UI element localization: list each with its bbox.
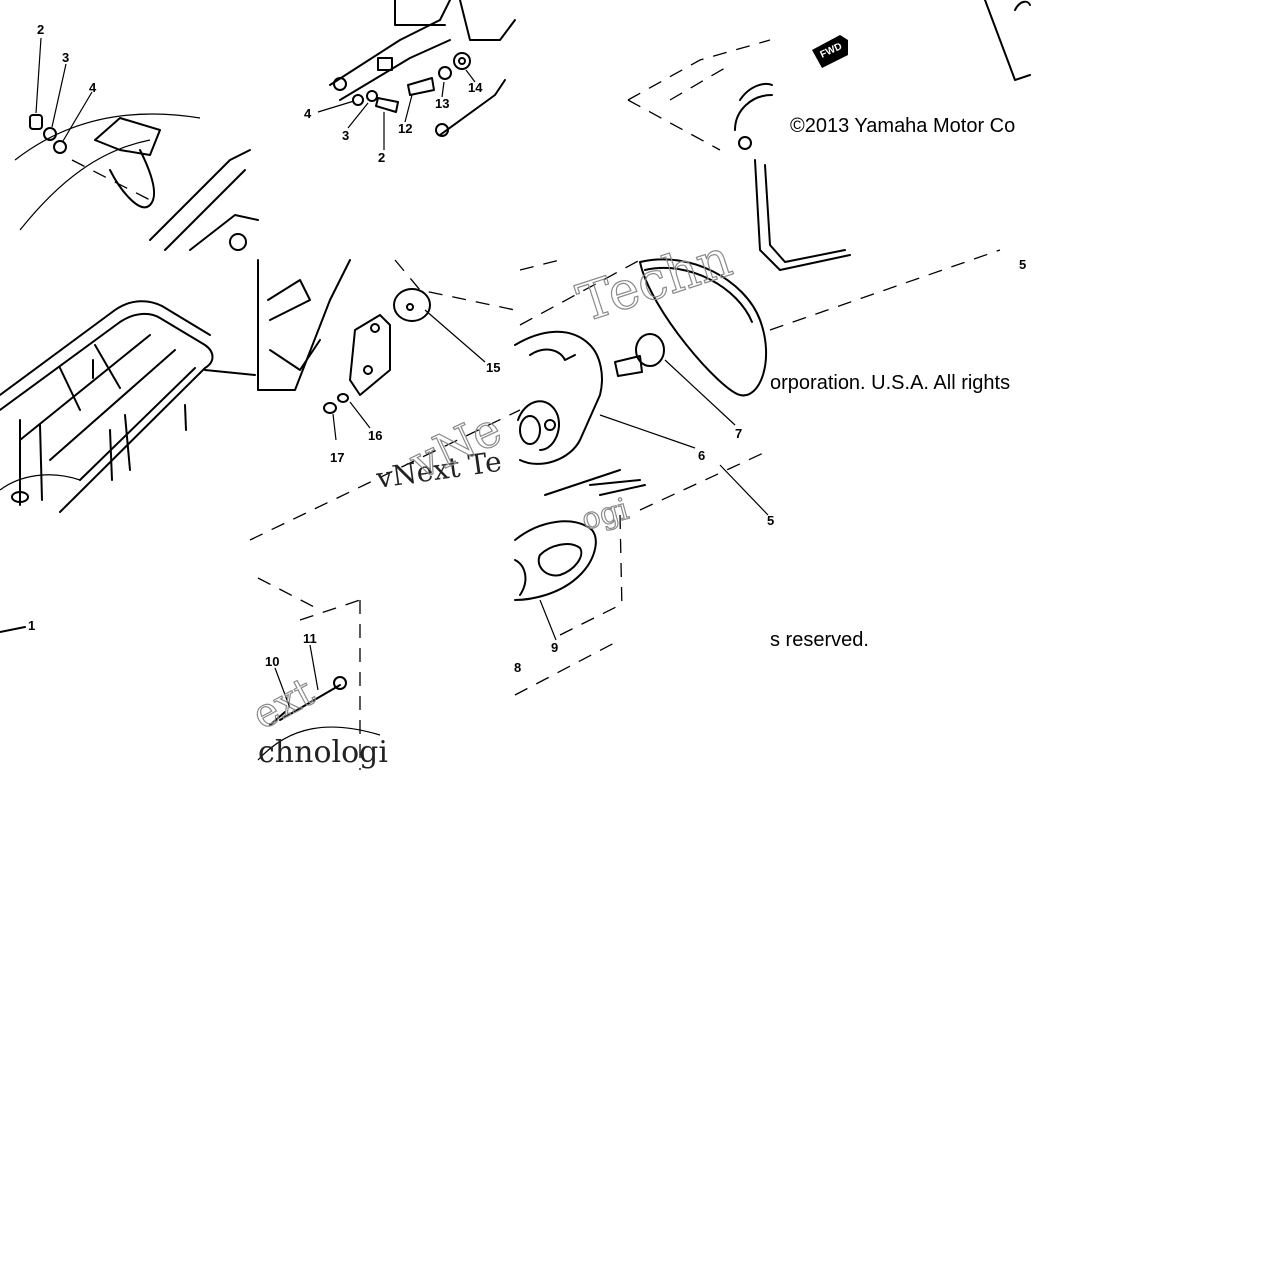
copyright-line-3: s reserved. xyxy=(770,629,869,651)
callout-11: 11 xyxy=(303,631,317,646)
watermark-fragment-d: chnologi xyxy=(258,735,388,770)
fender-bracket-assembly xyxy=(14,37,259,251)
watermark-fragment-f: ogi xyxy=(578,492,632,538)
tail-light-bracket xyxy=(249,259,521,541)
callout-12: 12 xyxy=(398,121,412,136)
tail-light-body xyxy=(514,514,623,696)
headlight-housing-top xyxy=(627,39,851,271)
watermark-fragment-c: ext xyxy=(245,669,322,739)
fwd-indicator: FWD xyxy=(812,35,848,68)
callout-7: 7 xyxy=(735,426,742,441)
callout-1-leader xyxy=(0,626,26,633)
watermark-fragment-a: Techn xyxy=(570,229,738,335)
lower-mount-bolt xyxy=(257,577,381,770)
callout-15: 15 xyxy=(486,360,500,375)
frame-outline-right xyxy=(984,0,1031,81)
callout-4a: 4 xyxy=(89,80,97,95)
callout-13: 13 xyxy=(435,96,449,111)
copyright-line-1: ©2013 Yamaha Motor Co xyxy=(790,115,1016,137)
callout-3b: 3 xyxy=(342,128,349,143)
callout-16: 16 xyxy=(368,428,382,443)
callout-9: 9 xyxy=(551,640,558,655)
callout-2a: 2 xyxy=(37,22,44,37)
callout-14: 14 xyxy=(468,80,483,95)
rear-bracket-assembly xyxy=(317,0,516,150)
callout-1: 1 xyxy=(28,618,35,633)
tail-light-lens-assembly xyxy=(514,258,771,516)
copyright-line-2: orporation. U.S.A. All rights xyxy=(770,372,1011,394)
callout-5: 5 xyxy=(1019,257,1026,272)
callout-8: 8 xyxy=(514,660,521,675)
callout-10: 10 xyxy=(265,654,279,669)
callout-17: 17 xyxy=(330,450,344,465)
callout-2b: 2 xyxy=(378,150,385,165)
callout-4b: 4 xyxy=(304,106,312,121)
callout-5b: 5 xyxy=(767,513,774,528)
rear-carrier-rack xyxy=(0,300,256,513)
callout-3a: 3 xyxy=(62,50,69,65)
callout-6: 6 xyxy=(698,448,705,463)
